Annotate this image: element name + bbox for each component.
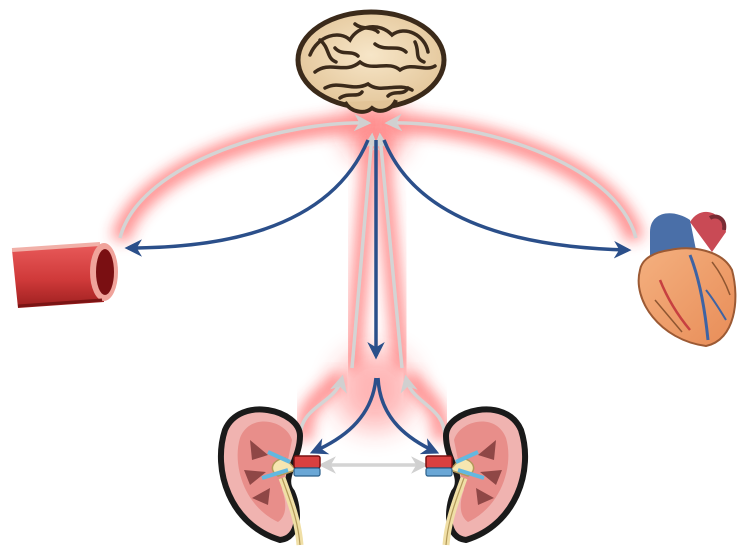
blood-vessel-icon xyxy=(12,243,118,308)
heart-icon xyxy=(639,212,736,346)
brain-icon xyxy=(298,12,444,112)
brain-to-heart-arrow xyxy=(384,140,628,250)
